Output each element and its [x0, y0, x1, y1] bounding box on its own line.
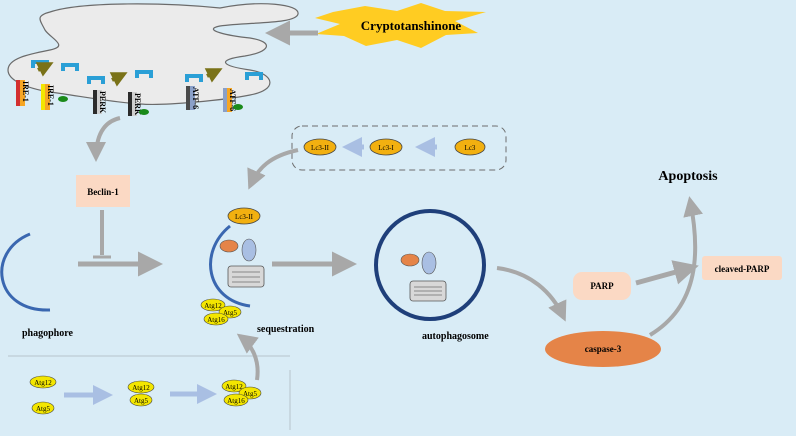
cryptotanshinone-star	[315, 3, 486, 48]
phagophore-membrane	[0, 232, 51, 312]
lc3-node	[454, 138, 486, 156]
atf6-label: ATF-6	[191, 87, 200, 109]
arrow-lc3-to-sequestration	[247, 148, 299, 190]
atg16-label: Atg16	[207, 316, 225, 324]
parp-label: PARP	[590, 281, 614, 291]
lc3-ii-membrane-label: Lc3-II	[235, 213, 254, 221]
arrow-parp-to-cleaved	[635, 260, 699, 286]
atg5-label: Atg5	[243, 390, 258, 398]
atg12-node	[29, 375, 57, 389]
phagophore-label: phagophore	[22, 328, 74, 339]
cleaved-parp-label: cleaved-PARP	[715, 264, 770, 274]
endoplasmic-reticulum	[7, 3, 299, 105]
beclin-box	[76, 175, 130, 207]
beclin-label: Beclin-1	[87, 187, 119, 197]
receptor-labels: IRE-1 IRE-1 PERK PERK ATF-6 ATF-6	[16, 80, 243, 116]
caspase3-label: caspase-3	[585, 344, 622, 354]
atg5-node	[129, 393, 153, 407]
lc3-ii-node	[303, 138, 337, 156]
caspase3-node	[545, 331, 661, 367]
atg12-label: Atg12	[204, 302, 222, 310]
arrow-atg-to-membrane	[236, 333, 260, 381]
cargo-organelle	[241, 238, 257, 262]
autophagosome-label: autophagosome	[422, 331, 489, 342]
cargo-organelle	[421, 251, 437, 275]
receptor-cup	[61, 63, 79, 71]
atg16-node	[223, 393, 249, 407]
autophagosome-outer	[374, 209, 486, 321]
atg5-label: Atg5	[223, 309, 238, 317]
receptor-cup	[245, 72, 263, 80]
phosphate-dot	[139, 109, 149, 115]
lc3-ii-label: Lc3-II	[311, 144, 330, 152]
cryptotanshinone-label: Cryptotanshinone	[361, 18, 462, 33]
lc3-i-node	[369, 138, 403, 156]
phosphate-dot	[58, 96, 68, 102]
atf6-label: ATF-6	[228, 89, 237, 111]
mitochondrion-icon	[227, 265, 265, 288]
perk-label: PERK	[98, 91, 107, 114]
receptor-cup	[185, 74, 203, 82]
er-activation-arrows	[35, 62, 223, 87]
perk-label: PERK	[133, 93, 142, 116]
ire1-label: IRE-1	[21, 81, 30, 102]
sequestration-membrane	[209, 224, 251, 308]
receptor-cup	[87, 76, 105, 84]
atg-complex-membrane: Atg12 Atg5 Atg16	[200, 298, 242, 326]
phosphate-dot	[233, 104, 243, 110]
sequestration-label: sequestration	[257, 324, 315, 335]
atg5-label: Atg5	[134, 397, 149, 405]
lc3-processing-box	[291, 125, 507, 171]
cargo-protein	[400, 253, 420, 267]
atg12-label: Atg12	[225, 383, 243, 391]
receptor-cup	[135, 70, 153, 78]
lc3-label: Lc3	[465, 144, 476, 152]
atg12-label: Atg12	[132, 384, 150, 392]
lc3-ii-membrane-node	[227, 207, 261, 225]
atg5-node	[31, 401, 55, 415]
parp-box	[573, 272, 631, 300]
atg12-node	[127, 380, 155, 394]
ire1-label: IRE-1	[46, 85, 55, 106]
atg12-label: Atg12	[34, 379, 52, 387]
arrow-er-to-beclin	[86, 116, 121, 162]
arrow-autophagosome-to-caspase	[496, 266, 567, 322]
atg12-node	[221, 379, 247, 393]
apoptosis-label: Apoptosis	[658, 169, 718, 184]
cleaved-parp-box	[702, 256, 782, 280]
lc3-i-label: Lc3-I	[378, 144, 394, 152]
cargo-protein	[219, 239, 239, 253]
atg16-label: Atg16	[227, 397, 245, 405]
atg5-label: Atg5	[36, 405, 51, 413]
mitochondrion-icon	[409, 280, 447, 302]
